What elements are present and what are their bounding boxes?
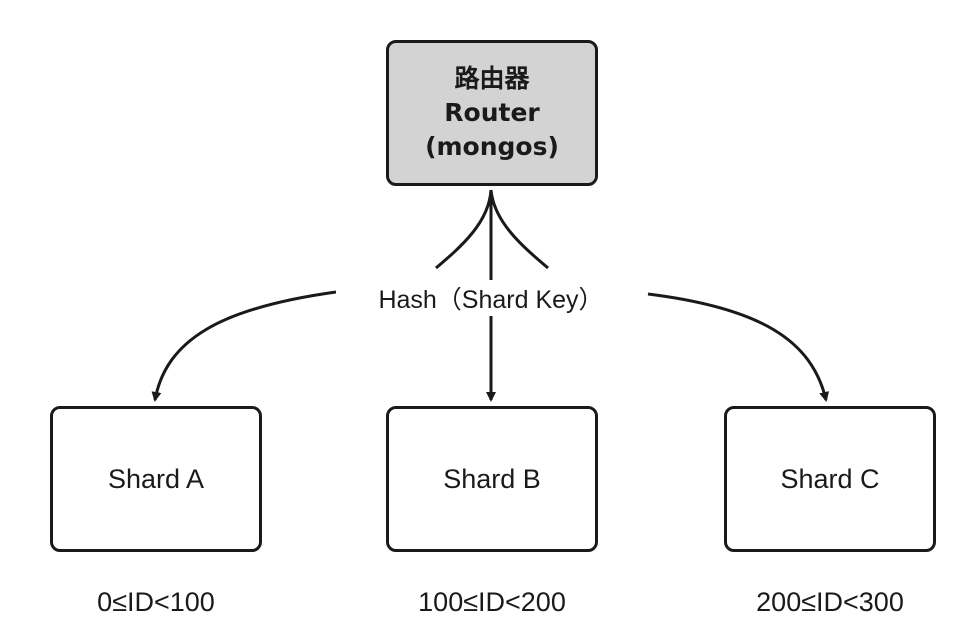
shard-b-range: 100≤ID<200 [418,586,566,617]
shard-c-range: 200≤ID<300 [756,586,904,617]
shard-b-label: Shard B [443,463,541,494]
shard-a-node: Shard A [50,406,262,552]
router-title-chinese: 路由器 [454,64,530,93]
shard-c-node: Shard C [724,406,936,552]
router-left-stem [435,189,493,270]
shard-a-label: Shard A [107,463,205,494]
arrow-to-shard-a [151,290,337,402]
router-right-stem [489,189,549,270]
shard-a-range: 0≤ID<100 [97,586,215,617]
hash-shard-key-label: Hash（Shard Key） [336,280,646,316]
shard-b-node: Shard B [386,406,598,552]
router-node: 路由器 Router (mongos) [386,40,598,186]
router-subtitle: (mongos) [425,132,559,161]
shard-c-label: Shard C [780,463,880,494]
arrow-to-shard-c [647,292,830,402]
router-title: Router [444,98,540,127]
